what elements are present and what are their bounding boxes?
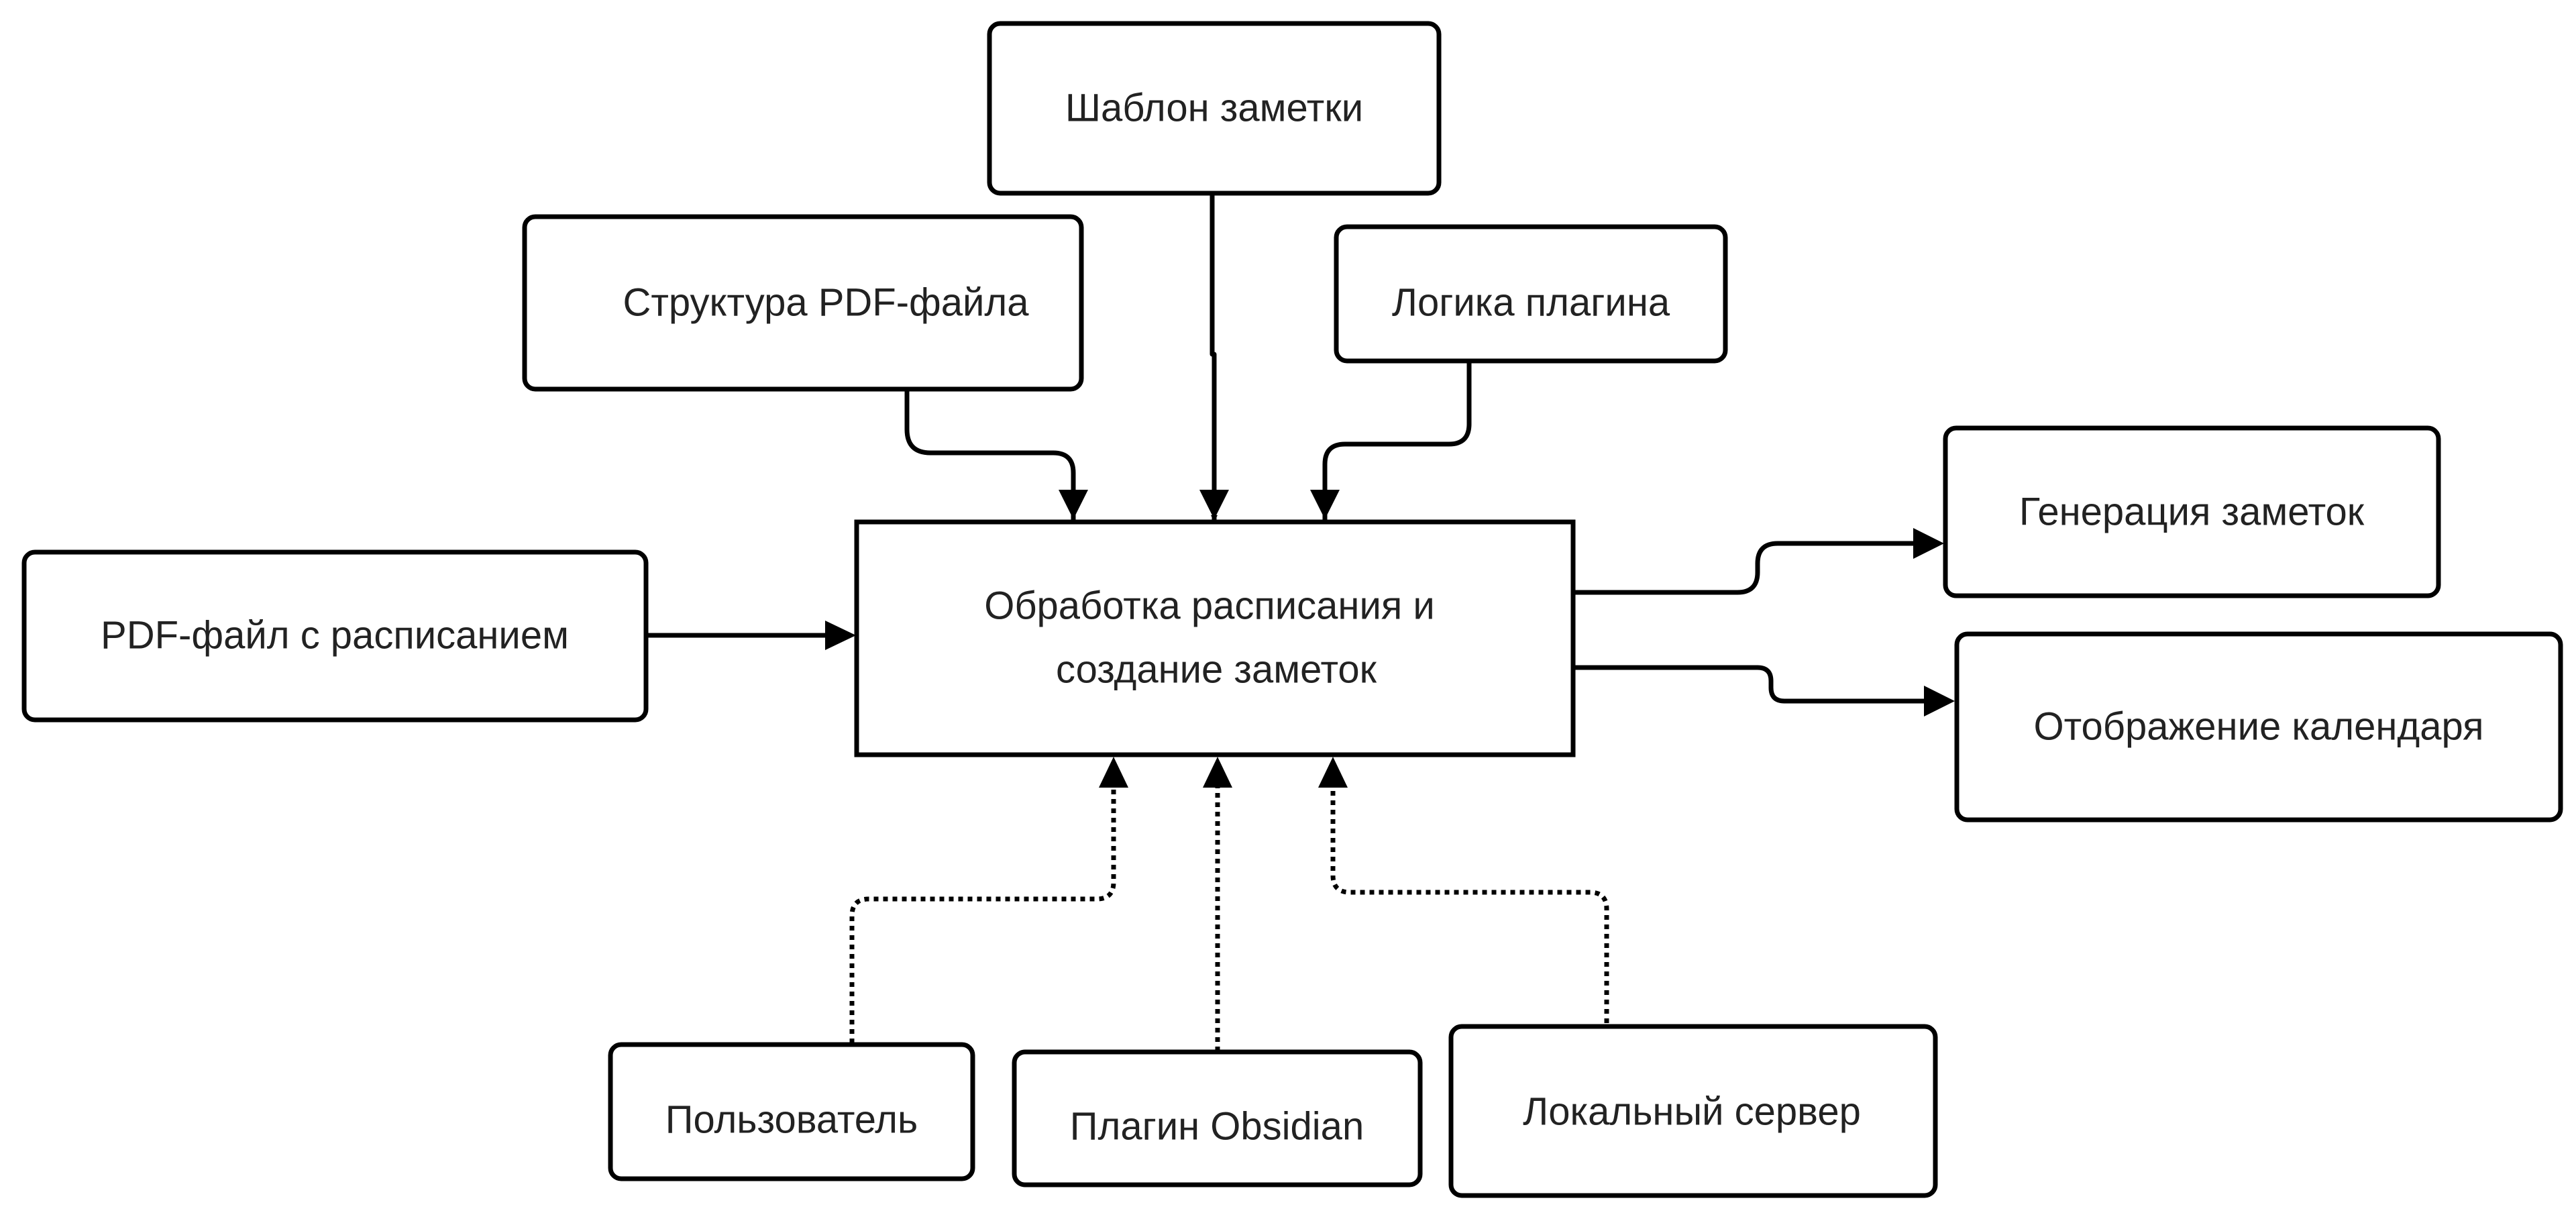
box-pdf-structure: [522, 214, 1084, 392]
label-pdf-structure: Структура PDF-файла: [623, 281, 1029, 325]
label-plugin-logic: Логика плагина: [1392, 281, 1670, 325]
box-process: [854, 519, 1576, 757]
arrowhead-local-server: [1318, 757, 1348, 788]
arrowhead-notes-generation: [1913, 528, 1944, 559]
box-plugin-logic: [1334, 224, 1728, 364]
arrowhead-calendar: [1924, 686, 1955, 717]
arrow-local-server-to-process: [1330, 785, 1609, 1023]
arrow-process-to-calendar: [1570, 665, 1933, 704]
box-template: [987, 21, 1442, 196]
label-process-line1: Обработка расписания и: [984, 584, 1435, 628]
label-template: Шаблон заметки: [1065, 87, 1363, 130]
label-process-line2: создание заметок: [1056, 648, 1377, 692]
label-local-server: Локальный сервер: [1523, 1090, 1861, 1134]
label-obsidian-plugin: Плагин Obsidian: [1070, 1105, 1364, 1149]
box-input-pdf: [21, 549, 649, 723]
label-notes-generation: Генерация заметок: [2019, 490, 2365, 534]
label-input-pdf: PDF-файл с расписанием: [101, 614, 569, 657]
label-user: Пользователь: [665, 1098, 918, 1142]
label-calendar-display: Отображение календаря: [2033, 705, 2483, 749]
arrowhead-pdf-structure: [1059, 490, 1088, 519]
arrowhead-user: [1099, 757, 1128, 788]
arrow-user-to-process: [849, 785, 1116, 1043]
arrow-process-to-notes-generation: [1570, 541, 1927, 595]
box-local-server: [1448, 1024, 1938, 1198]
arrowhead-plugin-logic: [1310, 490, 1340, 519]
arrow-plugin-logic-to-process: [1322, 358, 1472, 525]
box-notes-generation: [1943, 425, 2441, 598]
box-obsidian-plugin: [1012, 1049, 1423, 1187]
arrowhead-input-pdf: [825, 621, 856, 650]
arrow-pdf-structure-to-process: [904, 386, 1076, 525]
box-calendar-display: [1954, 631, 2563, 823]
arrowhead-obsidian: [1203, 757, 1232, 788]
box-user: [608, 1042, 975, 1181]
arrow-template-to-process: [1210, 192, 1218, 525]
arrowhead-template: [1199, 490, 1229, 519]
